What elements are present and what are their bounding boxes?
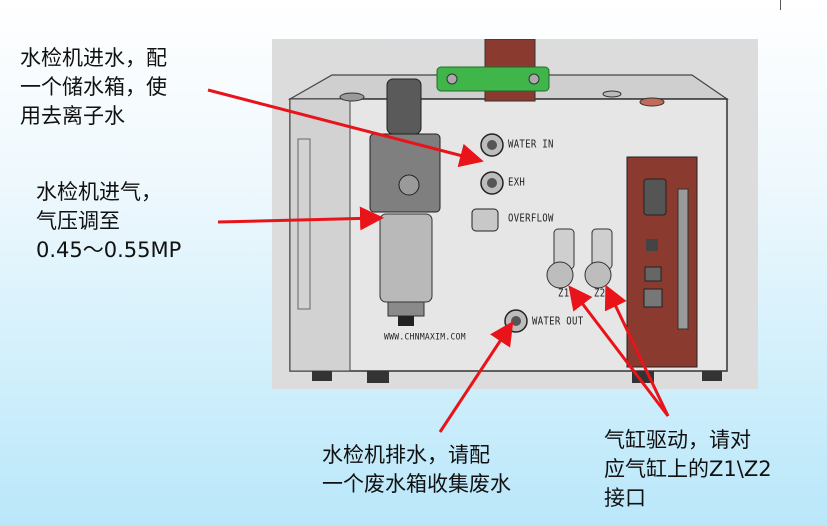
label-overflow: OVERFLOW <box>508 213 554 225</box>
label-exh: EXH <box>508 177 526 189</box>
callout-cylinder: 气缸驱动，请对 应气缸上的Z1\Z2 接口 <box>604 428 772 510</box>
label-z2: Z2 <box>594 288 606 300</box>
callout-water-in: 水检机进水，配 一个储水箱，使 用去离子水 <box>20 46 167 128</box>
label-z1: Z1 <box>558 288 570 300</box>
label-water-in: WATER IN <box>508 139 554 151</box>
slide-corner-mark <box>780 0 781 10</box>
callout-water-out: 水检机排水，请配 一个废水箱收集废水 <box>322 443 511 496</box>
label-website: WWW.CHNMAXIM.COM <box>384 331 466 342</box>
machine-photo: WATER IN EXH OVERFLOW WATER OUT WWW.CHNM… <box>272 39 758 389</box>
label-water-out: WATER OUT <box>532 316 584 328</box>
callout-air-in: 水检机进气， 气压调至 0.45～0.55MP <box>36 180 182 262</box>
